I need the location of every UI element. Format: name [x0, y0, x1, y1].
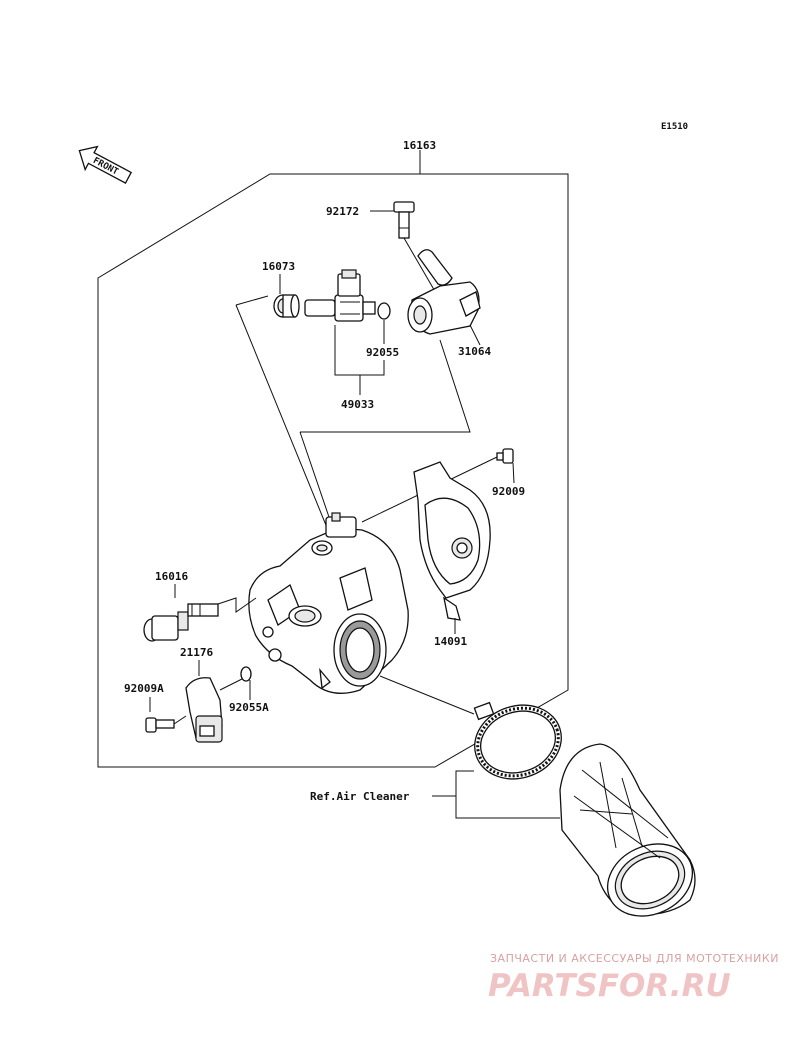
part-label-14091: 14091 — [434, 635, 467, 648]
watermark-tagline: ЗАПЧАСТИ И АКСЕССУАРЫ ДЛЯ МОТОТЕХНИКИ — [490, 952, 779, 965]
part-label-92055: 92055 — [366, 346, 399, 359]
sensor-21176 — [185, 677, 223, 743]
bolt-92009 — [496, 448, 514, 464]
air-intake-duct — [559, 743, 696, 917]
reference-label: Ref.Air Cleaner — [310, 790, 410, 803]
part-label-16163: 16163 — [403, 139, 436, 152]
part-label-92172: 92172 — [326, 205, 359, 218]
o-ring-92055 — [377, 302, 391, 320]
part-label-21176: 21176 — [180, 646, 213, 659]
hose-clamp — [473, 701, 562, 780]
bolt-92172 — [393, 201, 415, 239]
part-label-49033: 49033 — [341, 398, 374, 411]
seal-16073 — [273, 294, 300, 318]
front-arrow-icon: FRONT — [78, 145, 133, 184]
diagram-code: E1510 — [661, 122, 688, 132]
o-ring-92055A — [240, 666, 252, 682]
part-label-92055A: 92055A — [229, 701, 269, 714]
injector-group-outline — [235, 295, 471, 536]
throttle-body — [248, 512, 409, 694]
part-label-16073: 16073 — [262, 260, 295, 273]
watermark-brand: PARTSFOR.RU — [488, 968, 731, 1004]
part-label-31064: 31064 — [458, 345, 491, 358]
assembly-outline — [97, 150, 569, 768]
bolt-92009A — [145, 717, 175, 733]
part-label-16016: 16016 — [155, 570, 188, 583]
sensor-16016 — [143, 603, 219, 642]
cover-14091 — [413, 461, 491, 621]
part-label-92009A: 92009A — [124, 682, 164, 695]
injector-49033 — [304, 269, 376, 322]
part-label-92009: 92009 — [492, 485, 525, 498]
fuel-fitting-31064 — [407, 249, 481, 335]
